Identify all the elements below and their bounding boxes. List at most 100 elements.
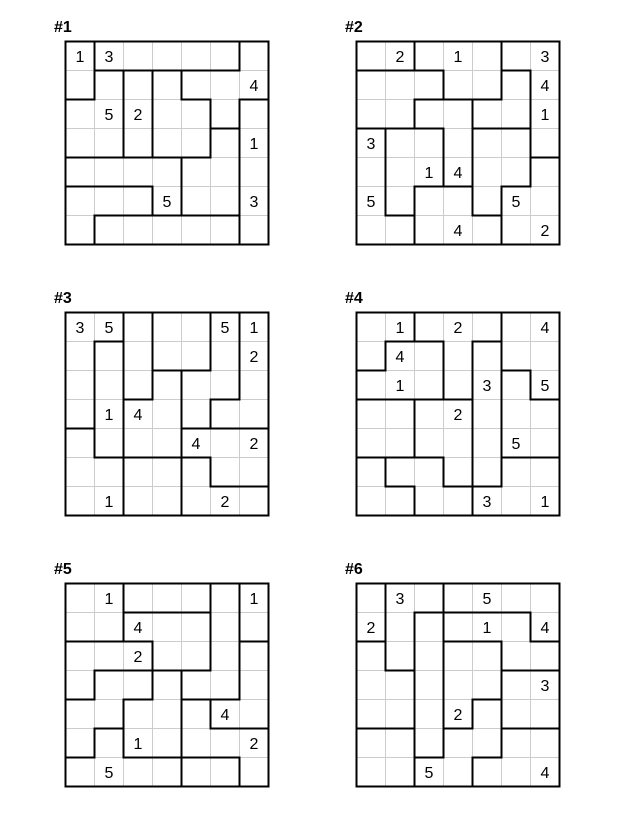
grid-cell[interactable] (385, 612, 415, 642)
grid-cell[interactable] (501, 70, 531, 100)
grid-cell[interactable] (123, 428, 153, 458)
grid-cell[interactable] (530, 215, 560, 245)
grid-cell[interactable] (472, 128, 502, 158)
grid-cell[interactable] (181, 370, 211, 400)
grid-cell[interactable] (152, 728, 182, 758)
grid-cell[interactable] (123, 186, 153, 216)
grid-cell[interactable] (385, 670, 415, 700)
grid-cell[interactable] (356, 757, 386, 787)
grid-cell[interactable] (385, 186, 415, 216)
grid-cell[interactable] (530, 583, 560, 613)
grid-cell[interactable] (94, 312, 124, 342)
grid-cell[interactable] (530, 157, 560, 187)
grid-cell[interactable] (210, 612, 240, 642)
grid-cell[interactable] (152, 641, 182, 671)
grid-cell[interactable] (181, 70, 211, 100)
grid-cell[interactable] (123, 70, 153, 100)
grid-cell[interactable] (501, 612, 531, 642)
grid-cell[interactable] (356, 186, 386, 216)
grid-cell[interactable] (94, 670, 124, 700)
grid-cell[interactable] (414, 312, 444, 342)
grid-cell[interactable] (123, 99, 153, 129)
grid-cell[interactable] (501, 99, 531, 129)
grid-cell[interactable] (94, 157, 124, 187)
grid-cell[interactable] (239, 641, 269, 671)
grid-cell[interactable] (385, 428, 415, 458)
grid-cell[interactable] (65, 612, 95, 642)
grid-cell[interactable] (239, 341, 269, 371)
grid-cell[interactable] (385, 641, 415, 671)
grid-cell[interactable] (65, 428, 95, 458)
grid-cell[interactable] (152, 128, 182, 158)
grid-cell[interactable] (239, 186, 269, 216)
grid-cell[interactable] (181, 99, 211, 129)
grid-cell[interactable] (94, 41, 124, 71)
grid-cell[interactable] (414, 41, 444, 71)
grid-cell[interactable] (501, 128, 531, 158)
grid-cell[interactable] (239, 312, 269, 342)
grid-cell[interactable] (210, 186, 240, 216)
grid-cell[interactable] (181, 457, 211, 487)
grid-cell[interactable] (472, 341, 502, 371)
grid-cell[interactable] (210, 215, 240, 245)
grid-cell[interactable] (65, 186, 95, 216)
grid-cell[interactable] (530, 670, 560, 700)
grid-cell[interactable] (239, 128, 269, 158)
grid-cell[interactable] (123, 41, 153, 71)
grid-cell[interactable] (152, 341, 182, 371)
grid-cell[interactable] (443, 157, 473, 187)
grid-cell[interactable] (152, 186, 182, 216)
grid-cell[interactable] (94, 699, 124, 729)
grid-cell[interactable] (472, 757, 502, 787)
grid-cell[interactable] (94, 99, 124, 129)
grid-cell[interactable] (385, 341, 415, 371)
grid-cell[interactable] (414, 186, 444, 216)
grid-cell[interactable] (443, 670, 473, 700)
grid-cell[interactable] (123, 728, 153, 758)
grid-cell[interactable] (210, 399, 240, 429)
grid-cell[interactable] (239, 370, 269, 400)
grid-cell[interactable] (414, 128, 444, 158)
grid-cell[interactable] (123, 215, 153, 245)
grid-cell[interactable] (94, 728, 124, 758)
grid-cell[interactable] (94, 428, 124, 458)
grid-cell[interactable] (152, 583, 182, 613)
grid-cell[interactable] (356, 428, 386, 458)
grid-cell[interactable] (530, 186, 560, 216)
grid-cell[interactable] (356, 99, 386, 129)
grid-cell[interactable] (443, 728, 473, 758)
grid-cell[interactable] (94, 583, 124, 613)
grid-cell[interactable] (443, 41, 473, 71)
grid-cell[interactable] (94, 341, 124, 371)
grid-cell[interactable] (239, 670, 269, 700)
grid-cell[interactable] (472, 70, 502, 100)
grid-cell[interactable] (210, 341, 240, 371)
grid-cell[interactable] (65, 341, 95, 371)
grid-cell[interactable] (65, 41, 95, 71)
grid-cell[interactable] (472, 486, 502, 516)
grid-cell[interactable] (501, 157, 531, 187)
grid-cell[interactable] (65, 670, 95, 700)
grid-cell[interactable] (239, 612, 269, 642)
grid-cell[interactable] (239, 70, 269, 100)
grid-cell[interactable] (210, 428, 240, 458)
grid-cell[interactable] (501, 486, 531, 516)
grid-cell[interactable] (152, 699, 182, 729)
grid-cell[interactable] (414, 457, 444, 487)
grid-cell[interactable] (472, 370, 502, 400)
grid-cell[interactable] (501, 399, 531, 429)
grid-cell[interactable] (501, 341, 531, 371)
grid-cell[interactable] (152, 757, 182, 787)
grid-cell[interactable] (210, 370, 240, 400)
grid-cell[interactable] (152, 99, 182, 129)
grid-cell[interactable] (443, 757, 473, 787)
grid-cell[interactable] (472, 612, 502, 642)
grid-cell[interactable] (385, 757, 415, 787)
grid-cell[interactable] (414, 612, 444, 642)
grid-cell[interactable] (65, 457, 95, 487)
grid-cell[interactable] (356, 341, 386, 371)
grid-cell[interactable] (356, 641, 386, 671)
grid-cell[interactable] (356, 312, 386, 342)
grid-cell[interactable] (239, 583, 269, 613)
grid-cell[interactable] (181, 312, 211, 342)
